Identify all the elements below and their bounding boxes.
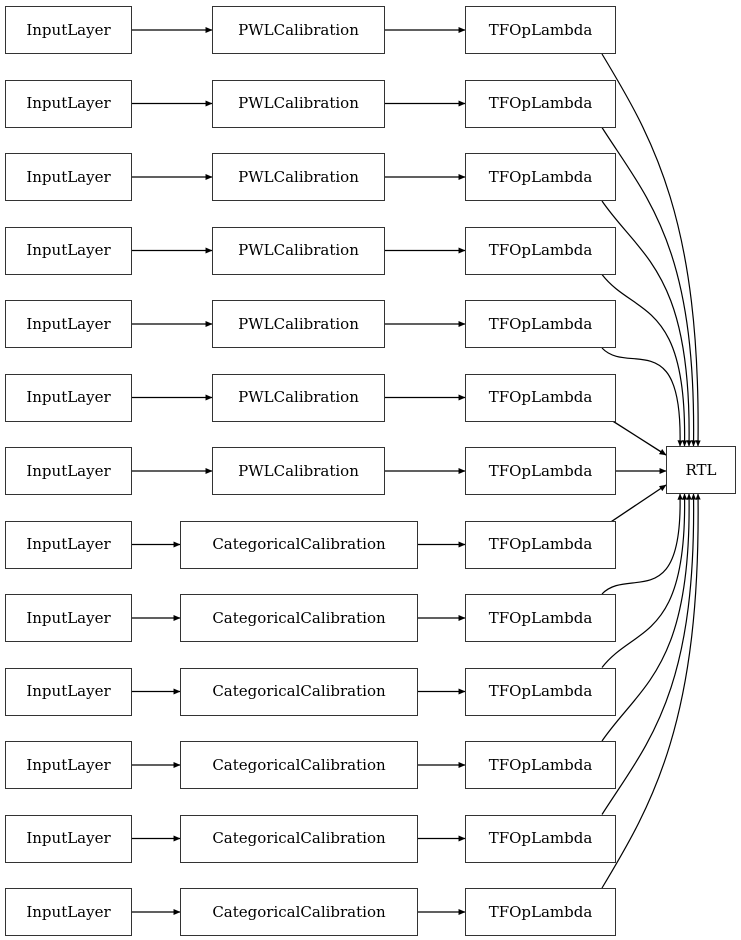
node-input-row-9[interactable]: InputLayer	[5, 667, 132, 716]
node-input-row-5[interactable]: InputLayer	[5, 373, 132, 422]
node-input-row-10[interactable]: InputLayer	[5, 741, 132, 789]
node-lambda-row-3-label: TFOpLambda	[488, 241, 593, 259]
node-lambda-row-8[interactable]: TFOpLambda	[465, 594, 616, 642]
node-input-row-4-label: InputLayer	[26, 314, 111, 333]
node-calibration-row-0[interactable]: PWLCalibration	[212, 6, 385, 54]
node-lambda-row-7[interactable]: TFOpLambda	[465, 520, 616, 569]
node-calibration-row-1-label: PWLCalibration	[238, 94, 359, 112]
node-calibration-row-6-label: PWLCalibration	[238, 461, 359, 480]
node-input-row-8[interactable]: InputLayer	[5, 594, 132, 642]
node-lambda-row-3[interactable]: TFOpLambda	[465, 226, 616, 275]
node-lambda-row-5[interactable]: TFOpLambda	[465, 373, 616, 422]
node-calibration-row-8-label: CategoricalCalibration	[212, 608, 386, 627]
node-input-row-0-label: InputLayer	[26, 20, 111, 39]
node-calibration-row-1[interactable]: PWLCalibration	[212, 79, 385, 128]
node-calibration-row-0-label: PWLCalibration	[238, 20, 359, 39]
node-input-row-12-label: InputLayer	[26, 902, 111, 921]
node-input-row-4[interactable]: InputLayer	[5, 300, 132, 348]
node-calibration-row-2[interactable]: PWLCalibration	[212, 153, 385, 201]
node-lambda-row-4[interactable]: TFOpLambda	[465, 300, 616, 348]
node-input-row-7[interactable]: InputLayer	[5, 520, 132, 569]
node-calibration-row-12[interactable]: CategoricalCalibration	[180, 888, 418, 936]
node-lambda-row-6[interactable]: TFOpLambda	[465, 447, 616, 495]
node-input-row-8-label: InputLayer	[26, 608, 111, 627]
node-lambda-row-1-label: TFOpLambda	[488, 94, 593, 112]
node-lambda-row-9-label: TFOpLambda	[488, 682, 593, 700]
node-lambda-row-7-label: TFOpLambda	[488, 535, 593, 553]
node-calibration-row-9[interactable]: CategoricalCalibration	[180, 667, 418, 716]
edge-lambda-to-rtl-row-12	[601, 493, 701, 889]
node-lambda-row-11-label: TFOpLambda	[488, 829, 593, 847]
node-calibration-row-3[interactable]: PWLCalibration	[212, 226, 385, 275]
node-lambda-row-12[interactable]: TFOpLambda	[465, 888, 616, 936]
node-calibration-row-7-label: CategoricalCalibration	[212, 535, 386, 553]
node-calibration-row-11-label: CategoricalCalibration	[212, 829, 386, 847]
node-calibration-row-2-label: PWLCalibration	[238, 167, 359, 186]
node-input-row-0[interactable]: InputLayer	[5, 6, 132, 54]
node-input-row-2[interactable]: InputLayer	[5, 153, 132, 201]
node-input-row-5-label: InputLayer	[26, 388, 111, 406]
node-input-row-2-label: InputLayer	[26, 167, 111, 186]
node-lambda-row-6-label: TFOpLambda	[488, 461, 593, 480]
node-input-row-3-label: InputLayer	[26, 241, 111, 259]
node-lambda-row-0-label: TFOpLambda	[488, 20, 593, 39]
node-lambda-row-11[interactable]: TFOpLambda	[465, 814, 616, 863]
node-calibration-row-4-label: PWLCalibration	[238, 314, 359, 333]
node-lambda-row-4-label: TFOpLambda	[488, 314, 593, 333]
node-lambda-row-2[interactable]: TFOpLambda	[465, 153, 616, 201]
node-rtl[interactable]: RTL	[666, 446, 736, 494]
node-input-row-3[interactable]: InputLayer	[5, 226, 132, 275]
node-calibration-row-10-label: CategoricalCalibration	[212, 755, 386, 774]
node-rtl-label: RTL	[685, 460, 717, 479]
node-input-row-10-label: InputLayer	[26, 755, 111, 774]
node-input-row-11[interactable]: InputLayer	[5, 814, 132, 863]
node-input-row-6[interactable]: InputLayer	[5, 447, 132, 495]
node-lambda-row-10-label: TFOpLambda	[488, 755, 593, 774]
node-lambda-row-2-label: TFOpLambda	[488, 167, 593, 186]
node-input-row-11-label: InputLayer	[26, 829, 111, 847]
edge-lambda-to-rtl-row-0	[601, 53, 701, 447]
node-lambda-row-1[interactable]: TFOpLambda	[465, 79, 616, 128]
node-lambda-row-5-label: TFOpLambda	[488, 388, 593, 406]
node-calibration-row-8[interactable]: CategoricalCalibration	[180, 594, 418, 642]
node-input-row-6-label: InputLayer	[26, 461, 111, 480]
node-input-row-1-label: InputLayer	[26, 94, 111, 112]
node-calibration-row-9-label: CategoricalCalibration	[212, 682, 386, 700]
node-calibration-row-6[interactable]: PWLCalibration	[212, 447, 385, 495]
node-calibration-row-5[interactable]: PWLCalibration	[212, 373, 385, 422]
node-input-row-1[interactable]: InputLayer	[5, 79, 132, 128]
node-lambda-row-8-label: TFOpLambda	[488, 608, 593, 627]
node-input-row-9-label: InputLayer	[26, 682, 111, 700]
node-input-row-12[interactable]: InputLayer	[5, 888, 132, 936]
node-calibration-row-3-label: PWLCalibration	[238, 241, 359, 259]
node-calibration-row-7[interactable]: CategoricalCalibration	[180, 520, 418, 569]
node-calibration-row-5-label: PWLCalibration	[238, 388, 359, 406]
node-input-row-7-label: InputLayer	[26, 535, 111, 553]
node-calibration-row-12-label: CategoricalCalibration	[212, 902, 386, 921]
node-lambda-row-12-label: TFOpLambda	[488, 902, 593, 921]
node-lambda-row-9[interactable]: TFOpLambda	[465, 667, 616, 716]
node-lambda-row-0[interactable]: TFOpLambda	[465, 6, 616, 54]
node-lambda-row-10[interactable]: TFOpLambda	[465, 741, 616, 789]
node-calibration-row-10[interactable]: CategoricalCalibration	[180, 741, 418, 789]
node-calibration-row-4[interactable]: PWLCalibration	[212, 300, 385, 348]
node-calibration-row-11[interactable]: CategoricalCalibration	[180, 814, 418, 863]
